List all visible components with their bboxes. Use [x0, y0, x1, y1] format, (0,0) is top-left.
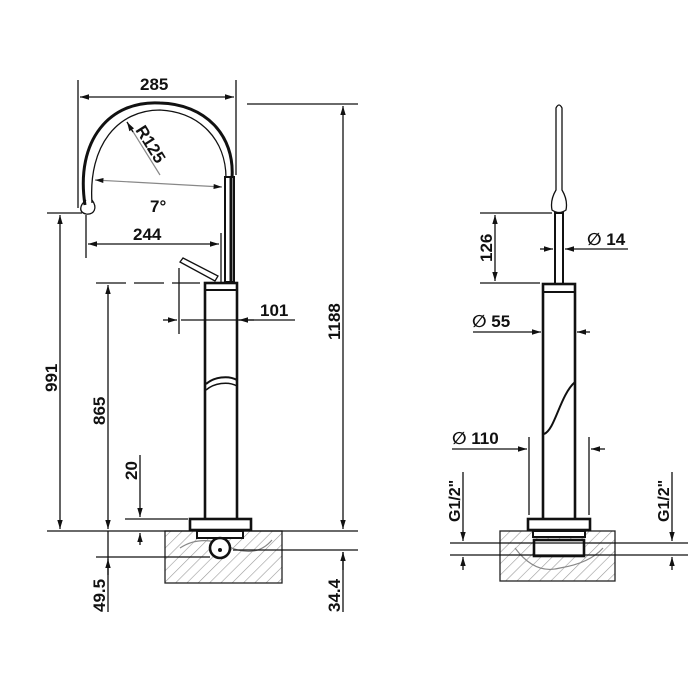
front-view: 126 ∅ 14 ∅ 55 ∅ 110 G1/2" G1/2" — [447, 104, 688, 582]
dim-20: 20 — [122, 461, 141, 480]
dim-285: 285 — [140, 75, 168, 94]
base-flange-front — [526, 517, 592, 532]
dim-101: 101 — [260, 301, 288, 320]
dim-991: 991 — [42, 364, 61, 392]
mixer-body-front — [541, 282, 577, 522]
pipe-cavity-outline-front — [514, 547, 604, 570]
dim-1188: 1188 — [325, 303, 344, 340]
lever-handle — [179, 257, 219, 282]
spout-arc — [81, 101, 234, 206]
dim-g12-left: G1/2" — [447, 480, 464, 522]
dim-244: 244 — [133, 225, 162, 244]
dim-126: 126 — [477, 234, 496, 262]
dim-34-4: 34.4 — [325, 578, 344, 612]
spout-outlet — [80, 199, 96, 215]
dim-7deg: 7° — [150, 197, 166, 216]
dim-r125: R125 — [132, 122, 170, 167]
spout-arc-inner — [91, 109, 227, 204]
spout-stem-top — [550, 104, 568, 214]
side-view: 285 R125 7° 244 101 1188 34.4 991 — [42, 75, 358, 612]
base-flange — [188, 517, 253, 532]
stem-pipe — [554, 212, 564, 286]
dim-dia-110: ∅ 110 — [452, 429, 499, 448]
dim-dia-14: ∅ 14 — [587, 230, 626, 249]
dim-865: 865 — [90, 397, 109, 425]
inlet-block — [532, 538, 586, 558]
dim-49-5: 49.5 — [90, 579, 109, 612]
dim-dia-55: ∅ 55 — [472, 312, 510, 331]
dim-g12-right: G1/2" — [656, 480, 673, 522]
mixer-body — [203, 281, 239, 522]
